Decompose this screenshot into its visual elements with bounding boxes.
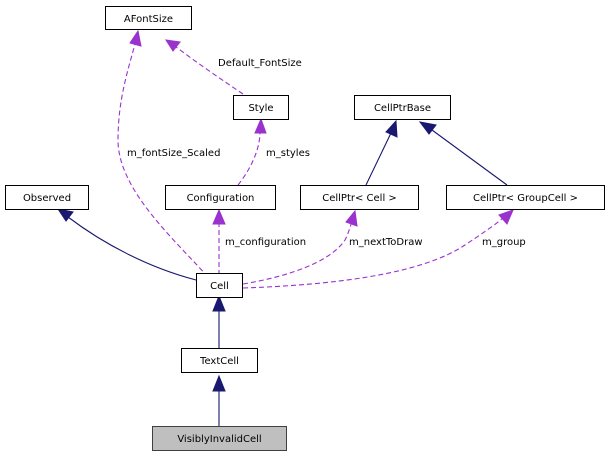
arrowhead-style-from-configuration — [254, 117, 267, 134]
arrowhead-cellptrbase-from-cellptr-cell — [385, 119, 398, 138]
arrowhead-cellptrbase-from-cellptr-groupcell — [418, 121, 437, 135]
edge-cellptr-groupcell-to-cellptrbase — [431, 129, 508, 186]
node-label-cell: Cell — [210, 281, 229, 292]
node-label-visiblyinvalidcell: VisiblyInvalidCell — [177, 434, 261, 445]
node-visiblyinvalidcell: VisiblyInvalidCell — [152, 426, 287, 451]
node-label-afontsize: AFontSize — [124, 14, 173, 25]
node-style[interactable]: Style — [233, 95, 289, 120]
arrowhead-cell-from-textcell — [212, 294, 226, 312]
node-cellptr-groupcell[interactable]: CellPtr< GroupCell > — [446, 185, 605, 210]
edge-label-default-fontsize: Default_FontSize — [218, 58, 302, 69]
arrowhead-cellptr-cell-from-cell — [345, 209, 358, 227]
edge-cell-to-cellptr-cell — [242, 223, 352, 285]
node-observed[interactable]: Observed — [5, 185, 89, 210]
node-label-style: Style — [248, 103, 273, 114]
node-afontsize[interactable]: AFontSize — [105, 6, 192, 30]
node-cellptr-cell[interactable]: CellPtr< Cell > — [300, 185, 419, 210]
edge-label-m-nexttodraw: m_nextToDraw — [349, 237, 423, 248]
node-cell[interactable]: Cell — [196, 273, 243, 298]
node-label-configuration: Configuration — [187, 193, 255, 204]
arrowhead-afontsize-from-style — [164, 39, 181, 52]
arrowhead-textcell-from-visiblyinvalidcell — [212, 374, 226, 392]
edge-label-m-configuration: m_configuration — [225, 237, 306, 248]
node-label-cellptr-groupcell: CellPtr< GroupCell > — [473, 193, 578, 204]
node-cellptrbase[interactable]: CellPtrBase — [354, 95, 451, 120]
edge-label-m-group: m_group — [482, 237, 526, 248]
node-configuration[interactable]: Configuration — [165, 185, 276, 210]
edge-cell-to-afontsize — [117, 43, 209, 278]
edge-configuration-to-style — [237, 131, 261, 186]
node-label-observed: Observed — [23, 193, 71, 204]
node-label-textcell: TextCell — [199, 356, 239, 367]
edge-cell-to-observed — [67, 216, 197, 281]
arrowhead-afontsize-from-cell — [129, 29, 142, 47]
arrowhead-observed-from-cell — [56, 208, 74, 222]
edge-cell-to-cellptr-groupcell — [242, 217, 504, 289]
edge-label-m-styles: m_styles — [266, 148, 310, 159]
node-label-cellptrbase: CellPtrBase — [374, 103, 431, 114]
node-label-cellptr-cell: CellPtr< Cell > — [322, 193, 397, 204]
edge-cellptr-cell-to-cellptrbase — [365, 132, 392, 186]
arrowhead-configuration-from-cell — [212, 208, 226, 225]
node-textcell[interactable]: TextCell — [181, 348, 258, 373]
edge-label-m-fontsize-scaled: m_fontSize_Scaled — [127, 148, 220, 159]
arrowhead-cellptr-groupcell-from-cell — [498, 209, 514, 225]
edge-style-to-afontsize — [175, 46, 244, 95]
